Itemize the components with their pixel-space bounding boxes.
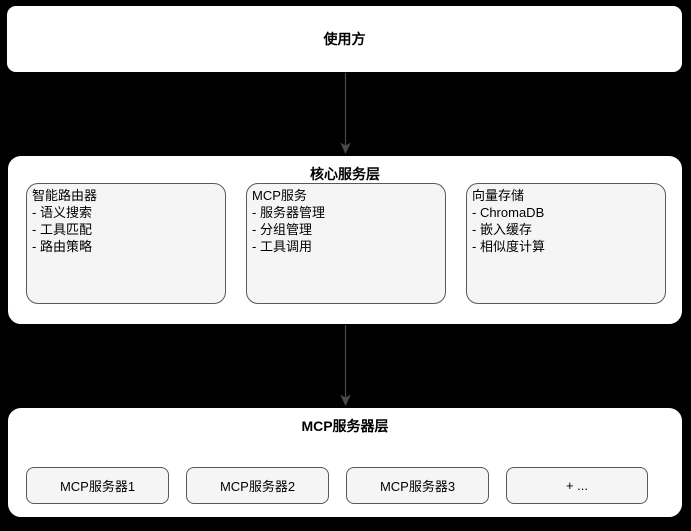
module-smart-router-title: 智能路由器 (32, 188, 98, 203)
server-node-more: + ... (506, 467, 648, 504)
module-item: - 分组管理 (252, 222, 312, 237)
module-item: - 服务器管理 (252, 205, 325, 220)
module-item: - 工具匹配 (32, 222, 92, 237)
server-node-1-label: MCP服务器1 (59, 479, 136, 494)
module-vector-store-title: 向量存储 (472, 188, 525, 203)
module-item: - 语义搜索 (32, 205, 92, 220)
server-node-more-label: + ... (565, 478, 589, 493)
server-layer-title: MCP服务器层 (301, 418, 389, 434)
core-layer-title: 核心服务层 (310, 166, 380, 182)
server-node-2-label: MCP服务器2 (219, 479, 296, 494)
module-item: - 工具调用 (252, 239, 312, 254)
module-item: - 嵌入缓存 (472, 222, 532, 237)
consumer-node: 使用方 (6, 5, 683, 73)
core-service-layer-node: 核心服务层 智能路由器 - 语义搜索 - 工具匹配 - 路由策略 MCP服务 -… (7, 155, 683, 325)
server-node-3-label: MCP服务器3 (379, 479, 456, 494)
mcp-server-layer-node: MCP服务器层 MCP服务器1 MCP服务器2 MCP服务器3 + ... (7, 407, 683, 518)
module-mcp-service: MCP服务 - 服务器管理 - 分组管理 - 工具调用 (246, 183, 446, 304)
module-mcp-service-title: MCP服务 (252, 188, 307, 203)
module-smart-router: 智能路由器 - 语义搜索 - 工具匹配 - 路由策略 (26, 183, 226, 304)
consumer-label: 使用方 (323, 31, 366, 47)
module-item: - ChromaDB (472, 205, 545, 220)
module-vector-store: 向量存储 - ChromaDB - 嵌入缓存 - 相似度计算 (466, 183, 666, 304)
arrow-down-core-to-servers (340, 325, 351, 406)
server-node-3: MCP服务器3 (346, 467, 489, 504)
module-item: - 路由策略 (32, 239, 92, 254)
module-item: - 相似度计算 (472, 239, 545, 254)
server-node-1: MCP服务器1 (26, 467, 169, 504)
arrow-down-consumer-to-core (340, 73, 351, 154)
server-node-2: MCP服务器2 (186, 467, 329, 504)
